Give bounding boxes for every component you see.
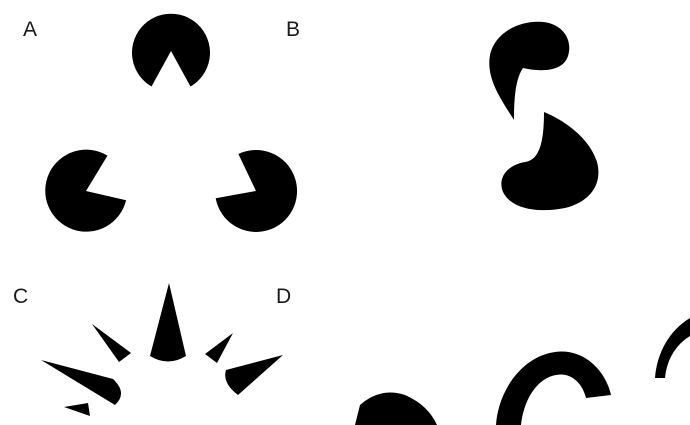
panel-b-illusory-contour	[489, 22, 598, 210]
spike-top	[150, 283, 186, 362]
blob-upper	[489, 22, 569, 120]
pacman-bottom-right	[216, 150, 297, 232]
spike-upper-right	[205, 333, 233, 363]
arc-fragment-right	[655, 318, 690, 378]
panel-label-c: C	[13, 286, 28, 307]
spike-left	[41, 360, 121, 405]
spike-right	[225, 355, 283, 395]
panel-label-d: D	[276, 286, 291, 307]
pacman-top	[132, 14, 210, 87]
panel-d-occluded-arcs	[355, 318, 690, 425]
spike-upper-left	[92, 324, 131, 362]
panel-label-a: A	[23, 19, 37, 40]
blob-lower	[501, 112, 598, 210]
panel-a-illusory-triangle	[45, 14, 297, 232]
panel-c-illusory-circle	[41, 283, 283, 416]
pacman-bottom-left	[45, 150, 126, 232]
spike-lower-left	[64, 403, 90, 416]
arc-fragment-middle	[496, 352, 611, 425]
panel-label-b: B	[286, 19, 300, 40]
arc-fragment-left	[355, 393, 437, 425]
